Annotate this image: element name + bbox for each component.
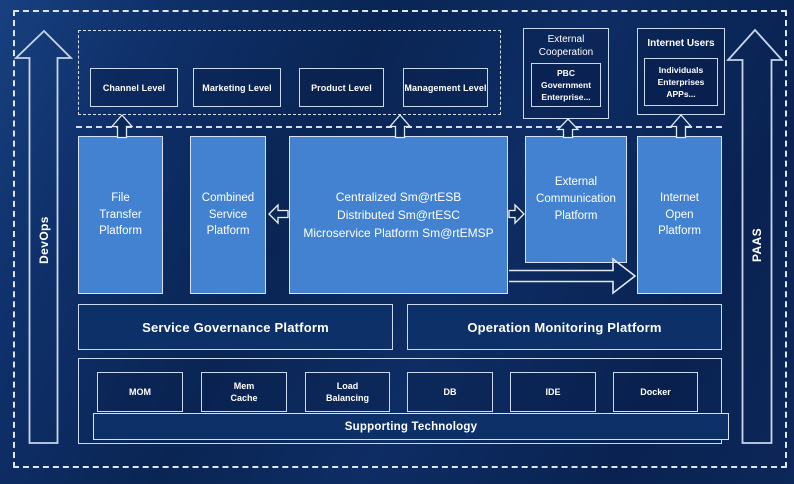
internet-users-title: Internet Users bbox=[647, 37, 715, 49]
platform-combined-service: Combined Service Platform bbox=[190, 136, 266, 294]
level-product: Product Level bbox=[299, 68, 384, 107]
external-cooperation-title: External Cooperation bbox=[538, 34, 594, 58]
external-cooperation-members: PBC Government Enterprise... bbox=[531, 63, 601, 107]
paas-rail-label: PAAS bbox=[727, 215, 787, 275]
level-channel: Channel Level bbox=[90, 68, 178, 107]
flow-arrow-right-icon bbox=[508, 203, 525, 225]
platform-internet-open-label: Internet Open Platform bbox=[658, 191, 701, 238]
devops-up-arrow-icon bbox=[13, 29, 74, 444]
tech-docker-label: Docker bbox=[640, 386, 671, 397]
platform-combined-service-label: Combined Service Platform bbox=[201, 191, 255, 238]
tech-db: DB bbox=[407, 372, 493, 412]
devops-text: DevOps bbox=[36, 216, 51, 264]
level-product-label: Product Level bbox=[311, 82, 372, 93]
service-governance-platform: Service Governance Platform bbox=[78, 304, 393, 350]
supporting-technology-label: Supporting Technology bbox=[344, 420, 478, 433]
up-arrow-internet-users-icon bbox=[669, 114, 693, 139]
devops-rail-label: DevOps bbox=[14, 210, 74, 270]
tech-mom-label: MOM bbox=[129, 386, 151, 397]
up-arrow-esb-icon bbox=[388, 114, 412, 139]
internet-users-box: Internet Users Individuals Enterprises A… bbox=[637, 28, 725, 115]
paas-text: PAAS bbox=[750, 227, 764, 263]
platform-esb-esc-emsp-label: Centralized Sm@rtESB Distributed Sm@rtES… bbox=[303, 190, 494, 240]
level-channel-label: Channel Level bbox=[102, 82, 166, 93]
external-cooperation-box: External Cooperation PBC Government Ente… bbox=[523, 28, 609, 119]
tech-db-label: DB bbox=[443, 386, 457, 397]
supporting-technology-bar: Supporting Technology bbox=[93, 413, 729, 440]
tech-ide-label: IDE bbox=[545, 386, 561, 397]
flow-arrow-to-internet-open-icon bbox=[509, 257, 637, 295]
operation-monitoring-label: Operation Monitoring Platform bbox=[467, 319, 662, 335]
up-arrow-external-cooperation-icon bbox=[556, 118, 580, 139]
level-management-label: Management Level bbox=[404, 82, 487, 93]
tech-docker: Docker bbox=[613, 372, 698, 412]
supporting-technology-container bbox=[78, 358, 722, 444]
flow-arrow-left-icon bbox=[268, 203, 289, 225]
platform-file-transfer: File Transfer Platform bbox=[78, 136, 163, 294]
tech-load-balancing-label: Load Balancing bbox=[325, 380, 369, 403]
service-governance-label: Service Governance Platform bbox=[142, 319, 329, 335]
platform-external-communication-label: External Communication Platform bbox=[536, 176, 616, 222]
platform-internet-open: Internet Open Platform bbox=[637, 136, 722, 294]
platform-external-communication: External Communication Platform bbox=[525, 136, 627, 263]
operation-monitoring-platform: Operation Monitoring Platform bbox=[407, 304, 722, 350]
paas-up-arrow-icon bbox=[725, 28, 785, 444]
internet-users-members: Individuals Enterprises APPs... bbox=[644, 58, 718, 106]
level-marketing-label: Marketing Level bbox=[202, 82, 272, 93]
tech-mem-cache: Mem Cache bbox=[201, 372, 287, 412]
platform-file-transfer-label: File Transfer Platform bbox=[99, 191, 142, 238]
level-management: Management Level bbox=[403, 68, 488, 107]
tech-load-balancing: Load Balancing bbox=[305, 372, 390, 412]
levels-dashed-container bbox=[78, 30, 501, 115]
outer-dashed-frame bbox=[13, 10, 787, 468]
tech-mem-cache-label: Mem Cache bbox=[230, 380, 258, 403]
tech-ide: IDE bbox=[510, 372, 596, 412]
platform-esb-esc-emsp: Centralized Sm@rtESB Distributed Sm@rtES… bbox=[289, 136, 508, 294]
level-marketing: Marketing Level bbox=[193, 68, 281, 107]
tech-mom: MOM bbox=[97, 372, 183, 412]
up-arrow-file-transfer-icon bbox=[110, 114, 134, 139]
